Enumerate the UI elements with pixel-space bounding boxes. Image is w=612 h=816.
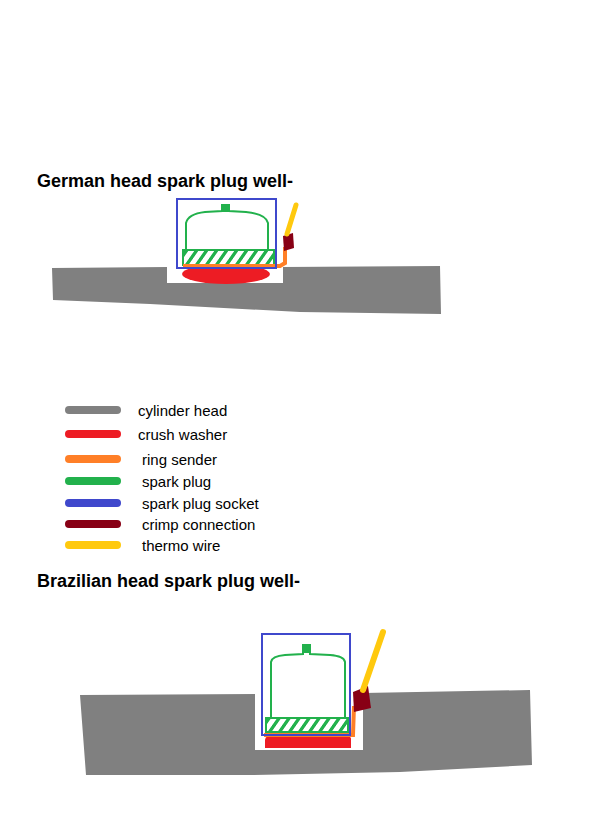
brazilian-head-drawing: [80, 632, 532, 775]
section-heading: Brazilian head spark plug well-: [37, 571, 300, 592]
legend-text: crimp connection: [142, 516, 255, 533]
legend-text: ring sender: [142, 451, 217, 468]
legend-text: crush washer: [138, 426, 227, 443]
legend-text: cylinder head: [138, 402, 227, 419]
legend-swatch: [65, 477, 121, 485]
legend-swatch: [65, 406, 121, 414]
legend-swatch: [65, 430, 121, 438]
german-head-drawing: [52, 199, 441, 314]
legend-swatch: [65, 520, 121, 528]
legend-text: thermo wire: [142, 537, 220, 554]
legend-text: spark plug: [142, 473, 211, 490]
section-heading: German head spark plug well-: [37, 171, 293, 192]
legend-swatch: [65, 541, 121, 549]
legend-swatch: [65, 455, 121, 463]
legend-swatch: [65, 499, 121, 507]
legend-text: spark plug socket: [142, 495, 259, 512]
